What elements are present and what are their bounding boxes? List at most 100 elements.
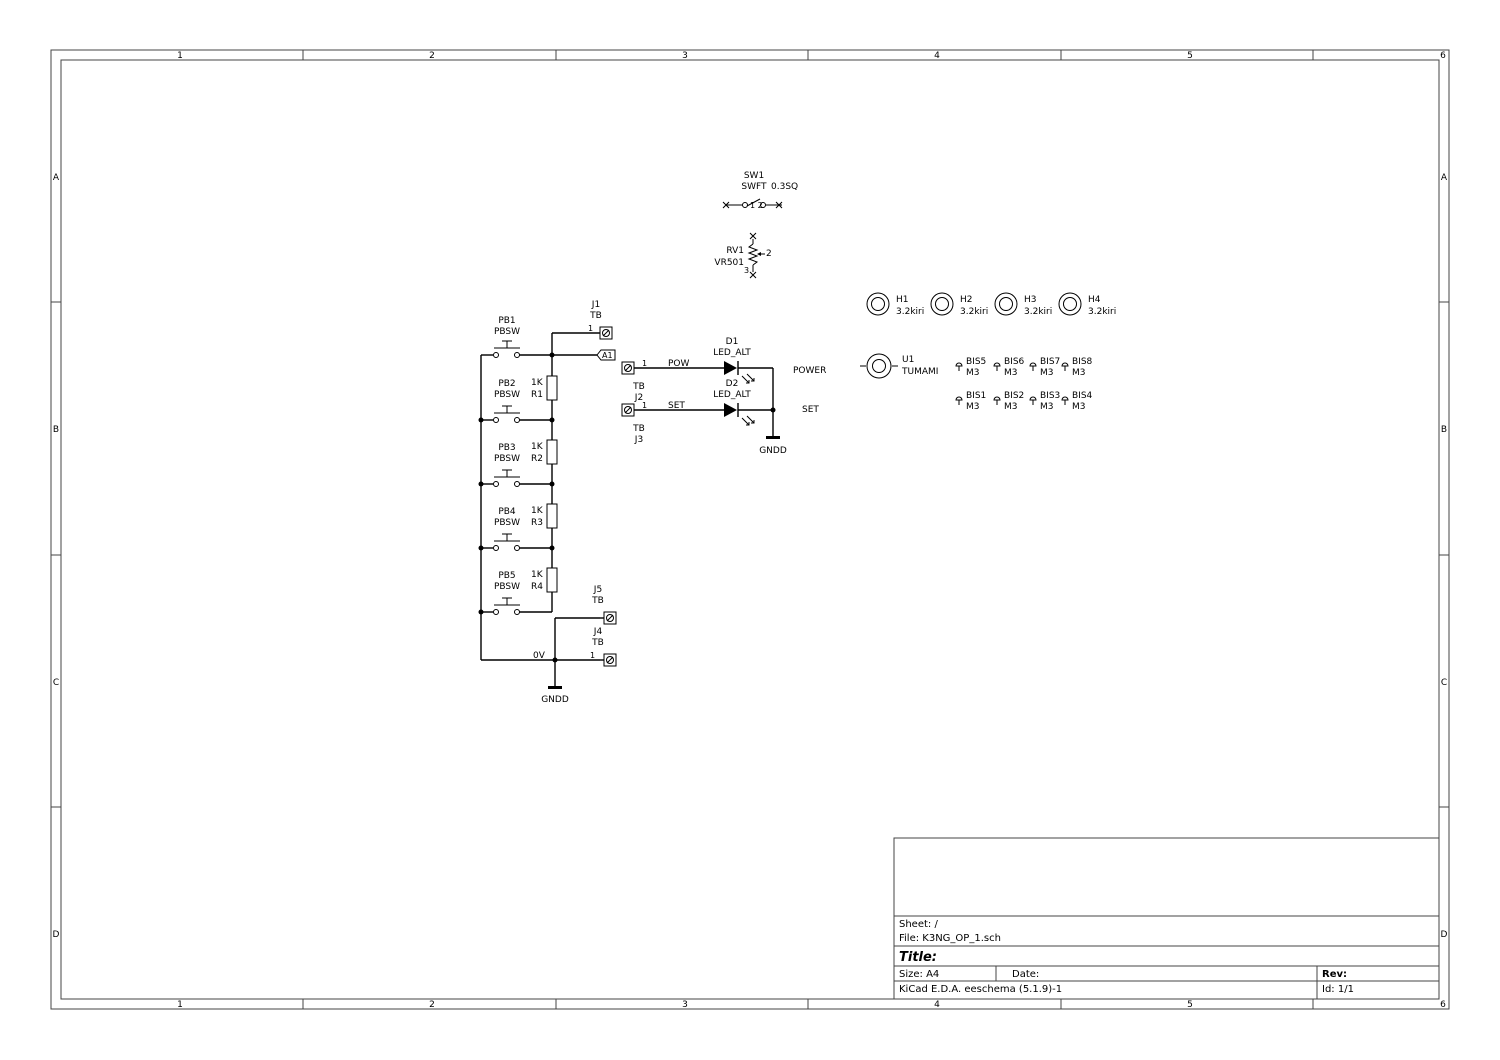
- gnd-label-led: GNDD: [759, 446, 787, 456]
- row-label-c-right: C: [1441, 678, 1447, 688]
- set-text: SET: [802, 405, 819, 415]
- h2-mounting-hole[interactable]: H2 3.2kiri: [930, 292, 988, 317]
- title-label: Title:: [899, 950, 937, 965]
- gnd-symbol-left: GNDD: [541, 686, 569, 705]
- j4-value: TB: [591, 638, 604, 648]
- r2-value: 1K: [531, 442, 544, 452]
- bis4-screw[interactable]: BIS4 M3: [1061, 391, 1093, 412]
- bis7-value: M3: [1040, 368, 1054, 378]
- h4-mounting-hole[interactable]: H4 3.2kiri: [1058, 292, 1116, 317]
- a1-global-label[interactable]: A1: [596, 349, 616, 361]
- u1-ref: U1: [902, 355, 914, 365]
- r1-value: 1K: [531, 378, 544, 388]
- sw1-ref: SW1: [744, 171, 764, 181]
- r1-ref: R1: [531, 390, 543, 400]
- pb5-value: PBSW: [494, 582, 520, 592]
- bis3-value: M3: [1040, 402, 1054, 412]
- sheet-label: Sheet: /: [899, 919, 938, 930]
- u1-component[interactable]: U1 TUMAMI: [860, 353, 938, 379]
- pb1-pushbutton[interactable]: PB1 PBSW: [493, 316, 521, 358]
- power-text: POWER: [793, 366, 826, 376]
- row-label-b: B: [53, 425, 59, 435]
- h1-mounting-hole[interactable]: H1 3.2kiri: [866, 292, 924, 317]
- pb3-pushbutton[interactable]: PB3 PBSW: [493, 443, 521, 487]
- h1-value: 3.2kiri: [896, 307, 924, 317]
- bis2-screw[interactable]: BIS2 M3: [993, 391, 1024, 412]
- j2-ref: J2: [634, 393, 643, 403]
- r2-resistor[interactable]: 1K R2: [531, 439, 558, 465]
- j3-terminal[interactable]: 1 TB J3: [621, 401, 647, 445]
- j2-value: TB: [632, 382, 645, 392]
- j3-pin: 1: [642, 401, 647, 410]
- col-label-1-bottom: 1: [177, 1000, 183, 1010]
- d1-ref: D1: [726, 337, 739, 347]
- tool-label: KiCad E.D.A. eeschema (5.1.9)-1: [899, 984, 1062, 995]
- row-label-a: A: [53, 173, 60, 183]
- col-label-4-bottom: 4: [934, 1000, 940, 1010]
- pb5-pushbutton[interactable]: PB5 PBSW: [493, 571, 521, 615]
- ladder-wires: [478, 332, 600, 686]
- row-label-d-right: D: [1441, 930, 1448, 940]
- sw1-switch[interactable]: SW1 SWFT 0.3SQ 1 2: [722, 171, 798, 210]
- zero-v-net-label: 0V: [533, 651, 546, 661]
- r3-resistor[interactable]: 1K R3: [531, 503, 558, 529]
- bis5-value: M3: [966, 368, 980, 378]
- d1-value: LED_ALT: [713, 348, 751, 358]
- drawing-frame: 1 2 3 4 5 6 1 2 3 4 5 6 A B C D A B C D: [50, 49, 1450, 1010]
- rv1-value: VR501: [714, 258, 744, 268]
- bis7-screw[interactable]: BIS7 M3: [1029, 357, 1060, 378]
- pb1-value: PBSW: [494, 327, 520, 337]
- col-label-2: 2: [429, 51, 435, 61]
- h2-ref: H2: [960, 295, 973, 305]
- j2-pin: 1: [642, 359, 647, 368]
- bis6-value: M3: [1004, 368, 1018, 378]
- bis5-screw[interactable]: BIS5 M3: [955, 357, 986, 378]
- j1-terminal[interactable]: J1 TB 1: [588, 300, 613, 340]
- r1-resistor[interactable]: 1K R1: [531, 375, 558, 401]
- d2-led[interactable]: D2 LED_ALT: [713, 379, 755, 426]
- r4-resistor[interactable]: 1K R4: [531, 567, 558, 593]
- rv1-pin2: 2: [766, 249, 772, 259]
- j2-terminal[interactable]: 1 TB J2: [621, 359, 647, 403]
- sw1-extra: 0.3SQ: [771, 182, 798, 192]
- col-label-6-bottom: 6: [1440, 1000, 1446, 1010]
- bis1-value: M3: [966, 402, 980, 412]
- pb4-value: PBSW: [494, 518, 520, 528]
- j1-value: TB: [589, 311, 602, 321]
- pb1-ref: PB1: [498, 316, 515, 326]
- d1-led[interactable]: D1 LED_ALT: [713, 337, 755, 384]
- set-net-label: SET: [668, 401, 685, 411]
- title-block: Sheet: / File: K3NG_OP_1.sch Title: Size…: [893, 837, 1440, 1000]
- h4-ref: H4: [1088, 295, 1101, 305]
- h3-mounting-hole[interactable]: H3 3.2kiri: [994, 292, 1052, 317]
- d2-value: LED_ALT: [713, 390, 751, 400]
- h3-value: 3.2kiri: [1024, 307, 1052, 317]
- r4-ref: R4: [531, 582, 543, 592]
- h4-value: 3.2kiri: [1088, 307, 1116, 317]
- pow-net-label: POW: [668, 359, 690, 369]
- col-label-3-bottom: 3: [682, 1000, 688, 1010]
- col-label-5-bottom: 5: [1187, 1000, 1193, 1010]
- bis8-screw[interactable]: BIS8 M3: [1061, 357, 1093, 378]
- col-label-6: 6: [1440, 51, 1446, 61]
- bis6-screw[interactable]: BIS6 M3: [993, 357, 1025, 378]
- pb2-pushbutton[interactable]: PB2 PBSW: [493, 379, 521, 423]
- row-label-a-right: A: [1441, 173, 1448, 183]
- j5-terminal[interactable]: J5 TB: [591, 585, 617, 625]
- led-wires: [634, 367, 776, 436]
- a1-label-text: A1: [602, 351, 613, 360]
- row-label-d: D: [53, 930, 60, 940]
- h3-ref: H3: [1024, 295, 1037, 305]
- col-label-2-bottom: 2: [429, 1000, 435, 1010]
- r3-ref: R3: [531, 518, 543, 528]
- pb4-pushbutton[interactable]: PB4 PBSW: [493, 507, 521, 551]
- file-label: File: K3NG_OP_1.sch: [899, 933, 1001, 944]
- rv1-potentiometer[interactable]: RV1 VR501 2 3: [714, 232, 772, 279]
- row-label-b-right: B: [1441, 425, 1447, 435]
- r4-value: 1K: [531, 570, 544, 580]
- j4-terminal[interactable]: J4 TB 1: [590, 627, 617, 667]
- bis3-screw[interactable]: BIS3 M3: [1029, 391, 1060, 412]
- gnd-label-left: GNDD: [541, 695, 569, 705]
- bis1-screw[interactable]: BIS1 M3: [955, 391, 986, 412]
- j1-ref: J1: [591, 300, 600, 310]
